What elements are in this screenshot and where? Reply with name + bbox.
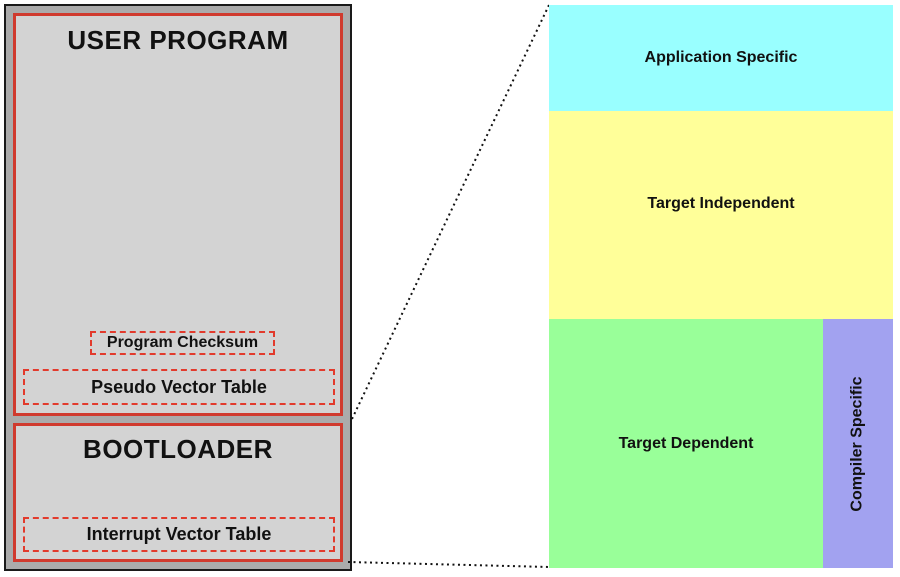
target-dependent-label: Target Dependent xyxy=(618,434,754,452)
target-dependent-block: Target Dependent xyxy=(549,319,823,568)
zoom-connector-bottom-line xyxy=(347,561,550,568)
compiler-specific-label: Compiler Specific xyxy=(849,375,866,512)
zoom-connector-top-line xyxy=(351,4,550,420)
user-program-region: USER PROGRAM Program Checksum Pseudo Vec… xyxy=(13,13,343,416)
user-program-title: USER PROGRAM xyxy=(67,25,289,55)
pseudo-vector-table-box: Pseudo Vector Table xyxy=(23,369,335,405)
application-specific-label: Application Specific xyxy=(644,49,798,66)
target-independent-block: Target Independent xyxy=(549,111,893,319)
interrupt-vector-table-box: Interrupt Vector Table xyxy=(23,517,335,552)
flash-memory-box: USER PROGRAM Program Checksum Pseudo Vec… xyxy=(4,4,352,571)
compiler-specific-block: Compiler Specific xyxy=(823,319,893,568)
pseudo-vector-table-label: Pseudo Vector Table xyxy=(91,376,267,397)
application-specific-block: Application Specific xyxy=(549,5,893,111)
interrupt-vector-table-label: Interrupt Vector Table xyxy=(86,524,272,544)
program-checksum-box: Program Checksum xyxy=(90,331,275,355)
program-checksum-label: Program Checksum xyxy=(106,334,259,351)
target-independent-label: Target Independent xyxy=(647,195,795,212)
bootloader-title: BOOTLOADER xyxy=(83,434,273,464)
bootloader-region: BOOTLOADER Interrupt Vector Table xyxy=(13,423,343,562)
